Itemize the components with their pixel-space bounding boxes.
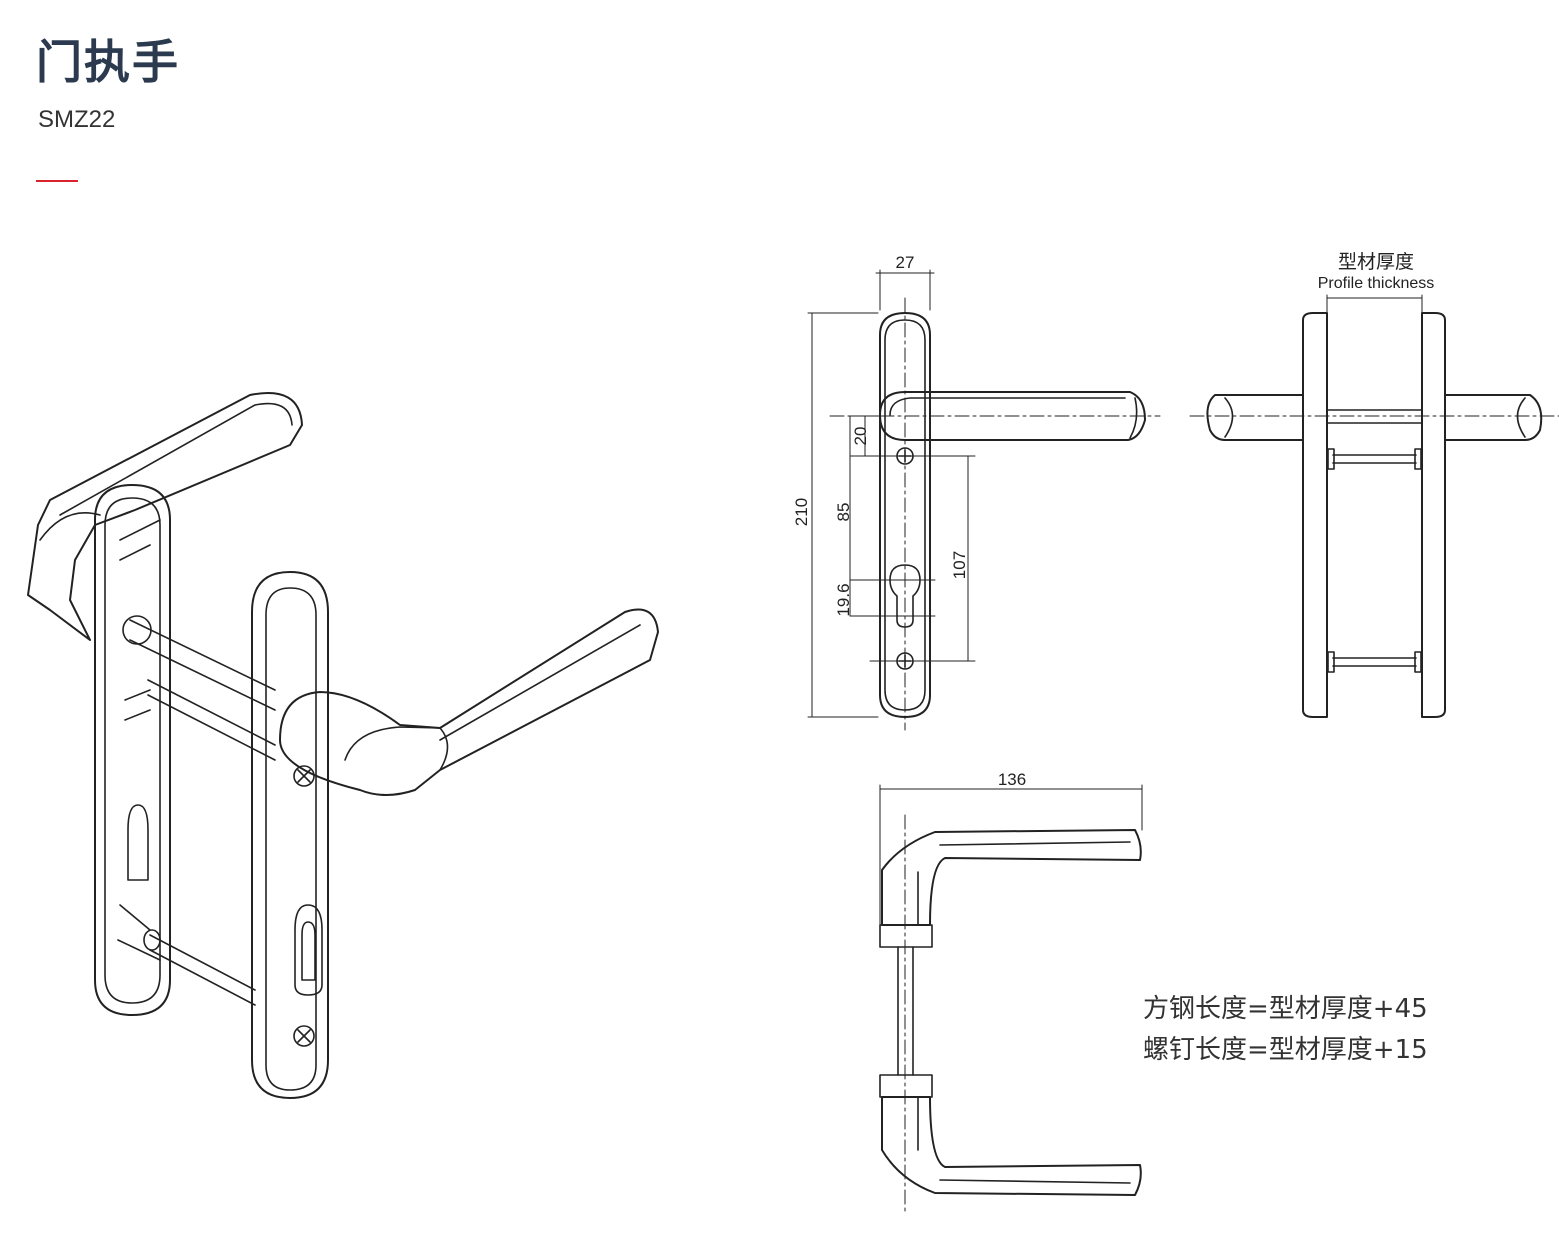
accent-divider [36,180,78,182]
model-number: SMZ22 [38,106,116,133]
screw-formula: 螺钉长度=型材厚度+15 [1143,1035,1428,1065]
dim-85-label: 85 [834,503,853,522]
dim-107-label: 107 [950,551,969,579]
dim-height-label: 210 [792,498,811,526]
side-view [1189,294,1559,718]
page-title: 门执手 [36,35,180,89]
perspective-view [27,392,659,1099]
front-view [807,269,1161,731]
dim-19-6-label: 19.6 [834,583,853,616]
top-view [879,784,1143,1213]
profile-label-en: Profile thickness [1318,275,1435,292]
dim-20-label: 20 [851,427,870,446]
dim-136-label: 136 [998,770,1026,789]
spindle-formula: 方钢长度=型材厚度+45 [1143,994,1428,1024]
profile-label-cn: 型材厚度 [1338,251,1414,273]
dim-width-label: 27 [896,253,915,272]
